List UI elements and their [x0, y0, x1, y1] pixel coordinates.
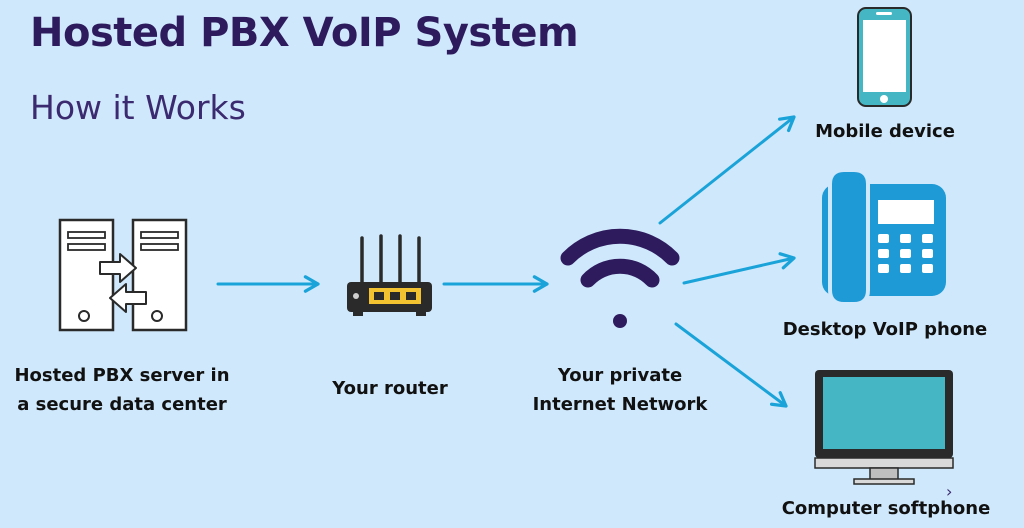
page-title: Hosted PBX VoIP System: [30, 10, 579, 56]
desk-phone-label: Desktop VoIP phone: [770, 316, 1000, 345]
arrow-network-to-desk-phone: [682, 252, 796, 285]
server-label: Hosted PBX server in a secure data cente…: [6, 362, 238, 420]
server-icon: [58, 218, 188, 332]
network-label-line1: Your private: [557, 365, 683, 386]
server-label-line1: Hosted PBX server in: [14, 365, 230, 386]
wifi-icon: [560, 228, 680, 328]
flow-arrows: [216, 115, 796, 408]
computer-icon: [814, 370, 954, 485]
mobile-label: Mobile device: [790, 118, 980, 147]
router-icon: [347, 234, 432, 316]
router-label: Your router: [310, 375, 470, 404]
network-label: Your private Internet Network: [510, 362, 730, 420]
page-subtitle: How it Works: [30, 88, 246, 127]
arrow-network-to-mobile: [658, 115, 796, 225]
mobile-device-icon: [857, 7, 912, 107]
computer-label: Computer softphone: [768, 495, 1004, 524]
network-label-line2: Internet Network: [532, 393, 708, 415]
router-label-text: Your router: [332, 378, 448, 399]
arrow-network-to-computer: [674, 322, 788, 408]
server-label-line2: a secure data center: [17, 393, 227, 415]
mobile-label-text: Mobile device: [815, 121, 955, 142]
chevron-right-icon[interactable]: ›: [946, 482, 953, 501]
desk-phone-icon: [822, 168, 946, 306]
desk-phone-label-text: Desktop VoIP phone: [782, 319, 988, 340]
computer-label-text: Computer softphone: [781, 498, 991, 519]
